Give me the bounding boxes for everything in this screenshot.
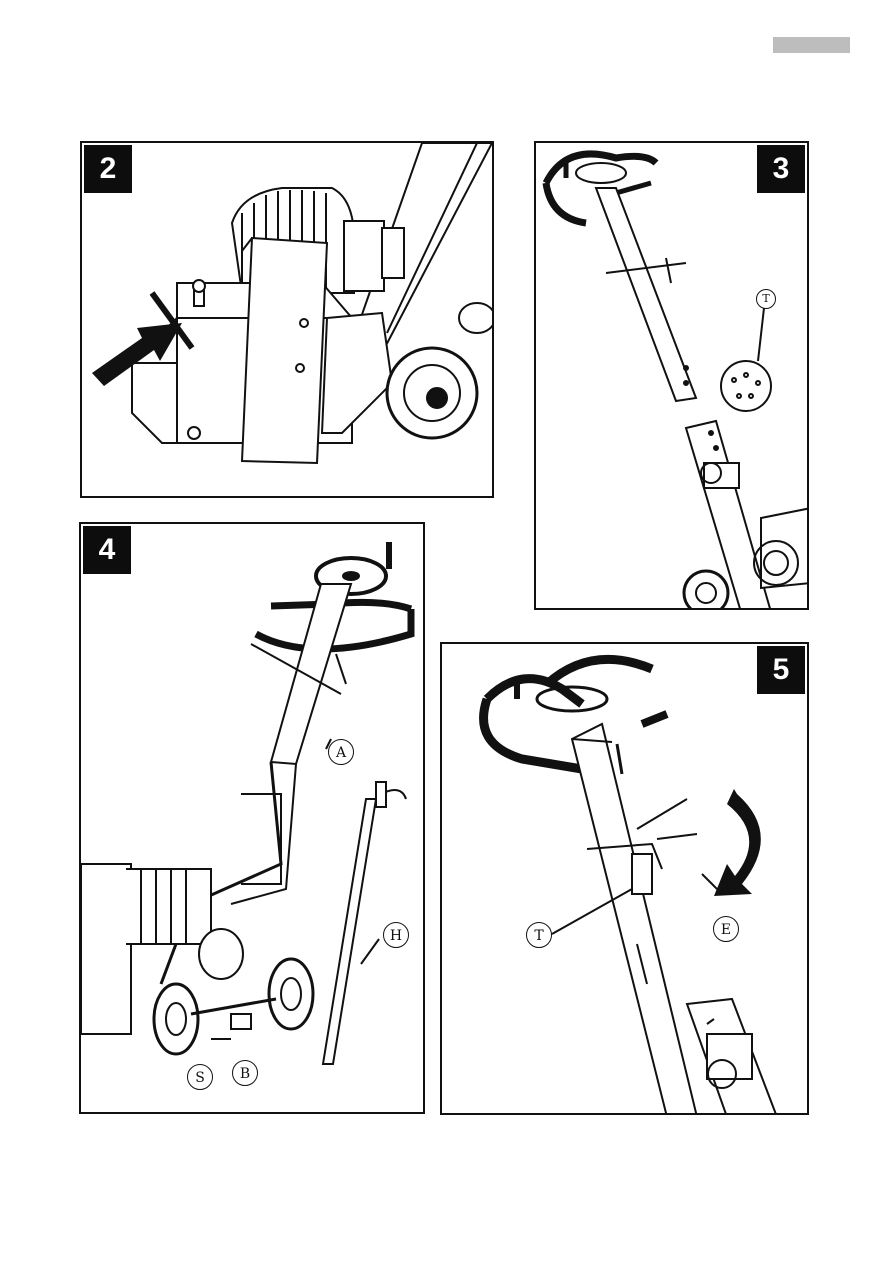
callout-b: B [232, 1060, 258, 1086]
figure-2-illustration [82, 143, 494, 498]
page-header-tab [773, 37, 850, 53]
figure-3-illustration [536, 143, 809, 610]
callout-a: A [328, 739, 354, 765]
figure-5-illustration [442, 644, 809, 1115]
figure-5-panel: 5 T E [440, 642, 809, 1115]
figure-2-panel: 2 [80, 141, 494, 498]
callout-e: E [713, 916, 739, 942]
figure-2-number: 2 [84, 145, 132, 193]
figure-4-number: 4 [83, 526, 131, 574]
figure-5-number: 5 [757, 646, 805, 694]
figure-4-illustration [81, 524, 425, 1114]
adjust-arrow [714, 789, 761, 896]
figure-3-panel: 3 T [534, 141, 809, 610]
figure-3-number: 3 [757, 145, 805, 193]
callout-h: H [383, 922, 409, 948]
callout-s: S [187, 1064, 213, 1090]
callout-t: T [756, 289, 776, 309]
callout-t: T [526, 922, 552, 948]
figure-4-panel: 4 A H S B [79, 522, 425, 1114]
